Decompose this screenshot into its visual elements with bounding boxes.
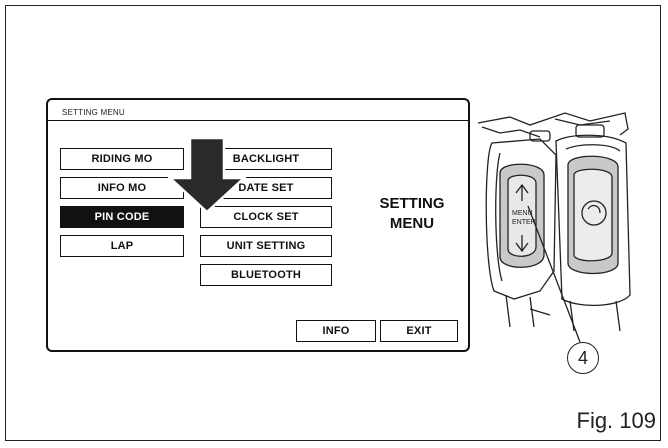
riding-mode-button[interactable]: RIDING MO (60, 148, 184, 170)
setting-menu-heading: SETTING MENU (368, 194, 456, 234)
menu-label: MENU (512, 210, 533, 217)
info-button[interactable]: INFO (296, 320, 376, 342)
info-mode-button[interactable]: INFO MO (60, 177, 184, 199)
figure-label: Fig. 109 (576, 408, 657, 433)
exit-button[interactable]: EXIT (380, 320, 458, 342)
bluetooth-button[interactable]: BLUETOOTH (200, 264, 332, 286)
handlebar-switch-illustration: MENU ENTER (477, 112, 631, 332)
down-arrow-icon (168, 136, 246, 214)
callout-number: 4 (567, 342, 599, 374)
heading-line-1: SETTING (379, 195, 445, 212)
enter-label: ENTER (512, 219, 536, 226)
heading-line-2: MENU (389, 215, 435, 232)
setting-menu-screen: SETTING MENU RIDING MO INFO MO PIN CODE … (46, 98, 470, 352)
clock-set-button[interactable]: CLOCK SET (200, 206, 332, 228)
pin-code-button[interactable]: PIN CODE (60, 206, 184, 228)
lap-button[interactable]: LAP (60, 235, 184, 257)
screen-title: SETTING MENU (62, 108, 125, 117)
title-divider (48, 120, 468, 121)
callout-leader-line (527, 205, 581, 343)
unit-setting-button[interactable]: UNIT SETTING (200, 235, 332, 257)
backlight-button[interactable]: BACKLIGHT (200, 148, 332, 170)
